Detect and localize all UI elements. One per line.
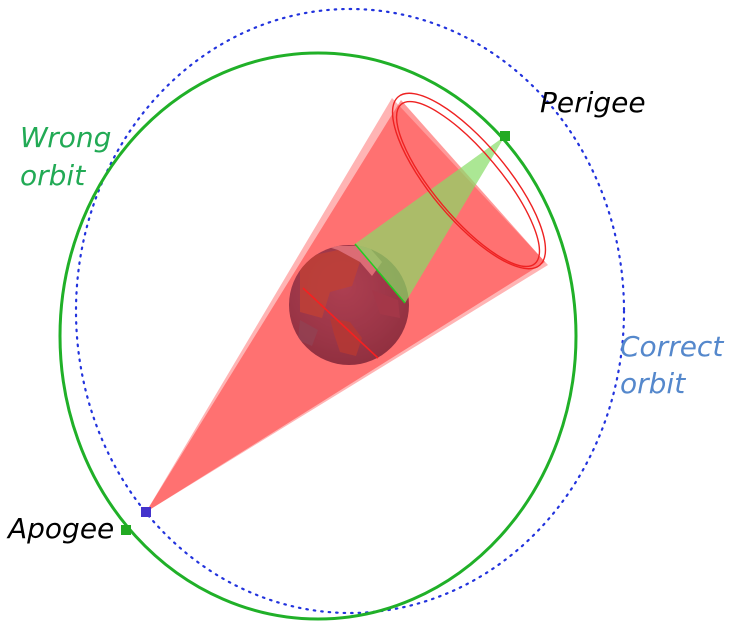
wrong-orbit-label-line1: Wrong [20,121,111,154]
perigee-beam [355,136,505,303]
wrong-orbit-path [58,51,578,621]
cone-mouth-outer [391,92,547,270]
perigee-label: Perigee [540,86,646,119]
apogee-label: Apogee [6,512,114,545]
correct-orbit-label-line2: orbit [620,367,686,400]
apogee-marker [121,525,131,535]
perigee-marker [500,131,510,141]
correct-orbit-path [74,7,626,615]
wrong-orbit-label-line2: orbit [20,159,86,192]
satellite-marker-icon [141,507,151,517]
cone-mouth-inner [395,100,541,268]
correct-orbit-label-line1: Correct [620,330,724,363]
earth-globe-icon [289,245,409,365]
